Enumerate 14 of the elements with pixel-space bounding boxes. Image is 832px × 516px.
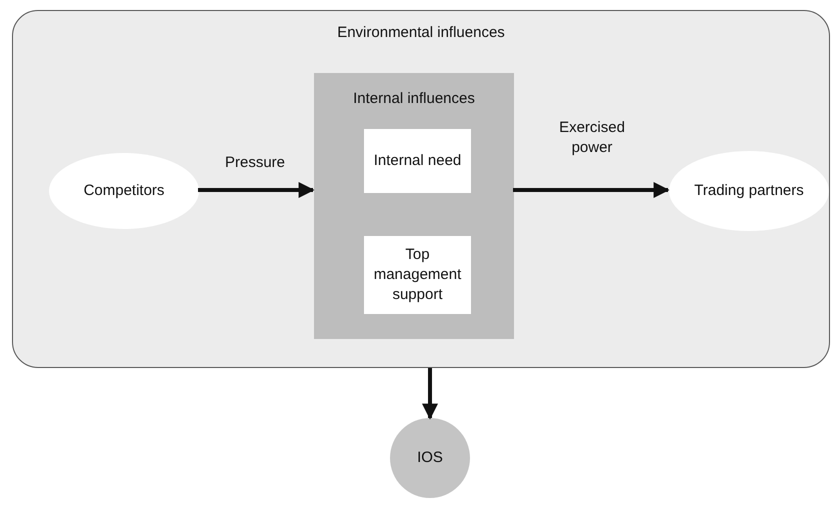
- process-box: [364, 129, 471, 193]
- node-label: Trading partners: [693, 181, 805, 201]
- panel-title: Internal influences: [353, 89, 475, 109]
- inner-panel: [314, 73, 514, 339]
- node-label: IOS: [416, 448, 444, 468]
- arrow: [198, 182, 315, 198]
- outer-panel: [12, 10, 830, 368]
- process-box: [364, 236, 471, 314]
- node-label: Top management support: [372, 245, 462, 305]
- node-label: Competitors: [82, 181, 166, 201]
- node-label: Internal need: [372, 151, 462, 171]
- panel-title: Environmental influences: [337, 23, 505, 43]
- arrow: [513, 182, 670, 198]
- arrow: [422, 368, 438, 420]
